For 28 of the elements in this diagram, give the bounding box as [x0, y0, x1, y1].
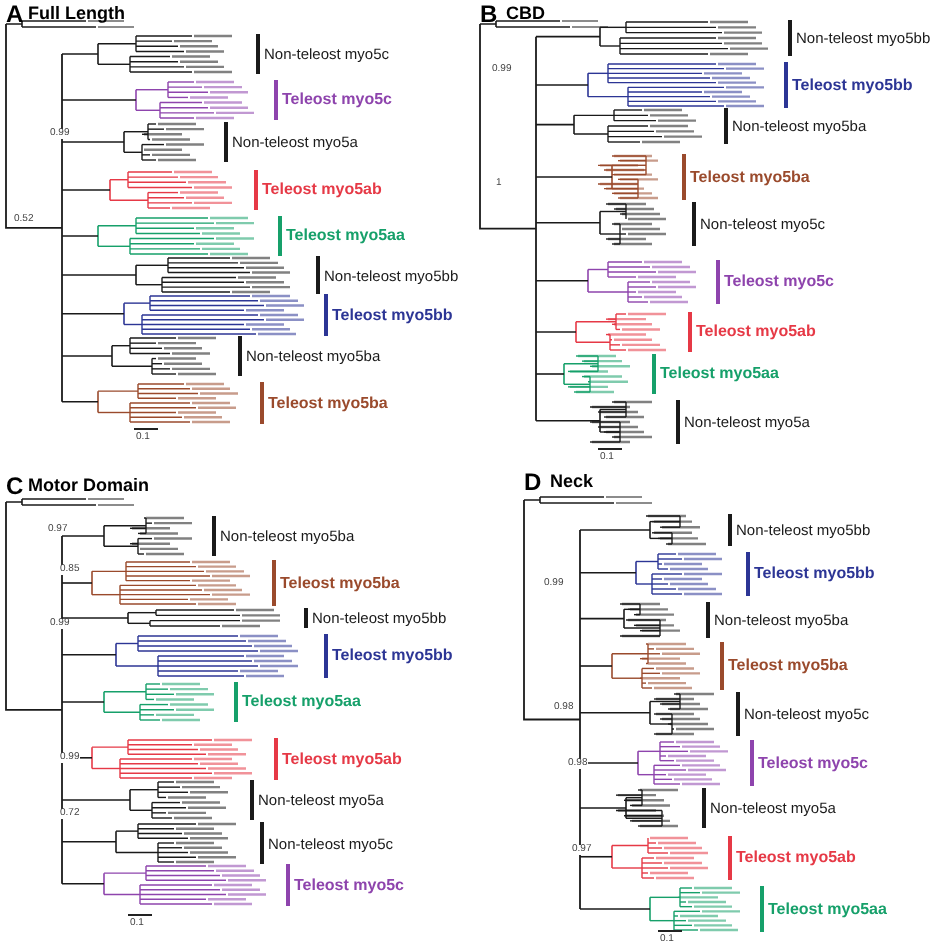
- panel-letter: A: [6, 2, 24, 26]
- clade-label: Teleost myo5c: [282, 92, 392, 108]
- clade-label: Teleost myo5ab: [696, 324, 816, 340]
- clade-label: Teleost myo5c: [294, 877, 404, 893]
- clade-label: Teleost myo5ba: [690, 169, 810, 185]
- clade-label: Teleost myo5c: [724, 274, 834, 290]
- clade-label: Teleost myo5bb: [332, 307, 453, 323]
- clade-label: Teleost myo5ba: [728, 658, 848, 674]
- clade-label: Teleost myo5ab: [736, 850, 856, 866]
- panel-title: Neck: [550, 473, 594, 491]
- panel-title: CBD: [506, 5, 545, 23]
- panel-title: Motor Domain: [28, 477, 149, 495]
- panel-letter: B: [480, 2, 498, 26]
- clade-label: Teleost myo5aa: [660, 366, 779, 382]
- clade-label: Teleost myo5aa: [242, 694, 361, 710]
- clade-label: Teleost myo5aa: [286, 228, 405, 244]
- panel-letter: D: [524, 470, 542, 494]
- clade-label: Teleost myo5c: [758, 755, 868, 771]
- clade-label: Teleost myo5bb: [792, 77, 913, 93]
- clade-label: Teleost myo5aa: [768, 901, 887, 917]
- clade-label: Teleost myo5bb: [332, 648, 453, 664]
- clade-label: Teleost myo5ab: [282, 751, 402, 767]
- clade-label: Teleost myo5ba: [280, 575, 400, 591]
- clade-label: Teleost myo5ab: [262, 182, 382, 198]
- clade-label: Teleost myo5ba: [268, 395, 388, 411]
- clade-label: Teleost myo5bb: [754, 566, 875, 582]
- panel-title: Full Length: [28, 5, 125, 23]
- panel-letter: C: [6, 474, 24, 498]
